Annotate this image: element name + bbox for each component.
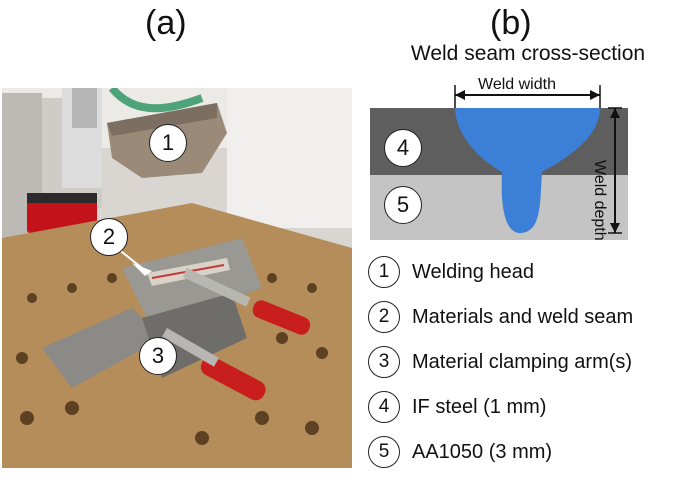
legend: 1 Welding head 2 Materials and weld seam…	[368, 255, 633, 480]
legend-number: 1	[368, 256, 400, 288]
legend-number: 5	[368, 436, 400, 468]
legend-number: 2	[368, 301, 400, 333]
legend-item: 4 IF steel (1 mm)	[368, 390, 633, 424]
photo-marker-1: 1	[149, 124, 187, 162]
photo-marker-3: 3	[139, 337, 177, 375]
photo-marker-2: 2	[90, 218, 128, 256]
panel-label-a: (a)	[145, 4, 187, 42]
weld-cross-section-diagram	[360, 70, 680, 255]
legend-number: 4	[368, 391, 400, 423]
legend-text: Materials and weld seam	[412, 305, 634, 328]
weld-width-label: Weld width	[478, 76, 556, 93]
layer-marker-4: 4	[384, 129, 422, 167]
legend-item: 3 Material clamping arm(s)	[368, 345, 633, 379]
weld-depth-label: Weld depth	[591, 160, 608, 241]
legend-text: IF steel (1 mm)	[412, 395, 547, 418]
legend-number: 3	[368, 346, 400, 378]
legend-text: Welding head	[412, 260, 534, 283]
layer-marker-5: 5	[384, 186, 422, 224]
legend-text: AA1050 (3 mm)	[412, 440, 553, 463]
legend-item: 1 Welding head	[368, 255, 633, 289]
legend-item: 2 Materials and weld seam	[368, 300, 633, 334]
panel-label-b: (b)	[490, 4, 532, 42]
legend-text: Material clamping arm(s)	[412, 350, 633, 373]
legend-item: 5 AA1050 (3 mm)	[368, 435, 633, 469]
diagram-title: Weld seam cross-section	[410, 42, 646, 65]
weld-seam-shape	[455, 108, 600, 234]
